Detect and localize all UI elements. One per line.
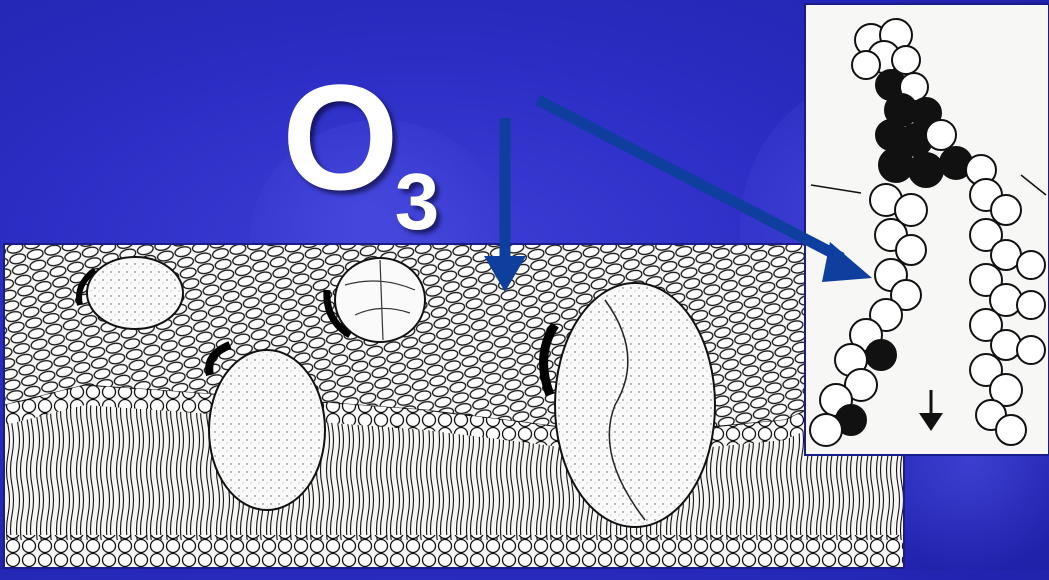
ozone-formula: O3 <box>282 62 443 212</box>
lipid-molecule-illustration <box>806 5 1048 454</box>
cell-membrane-illustration <box>5 245 903 567</box>
down-arrow-icon <box>919 390 943 431</box>
formula-symbol: O <box>282 53 399 221</box>
lipid-molecule-model <box>806 5 1048 454</box>
membrane-diagram <box>5 245 903 567</box>
formula-subscript: 3 <box>395 157 440 246</box>
